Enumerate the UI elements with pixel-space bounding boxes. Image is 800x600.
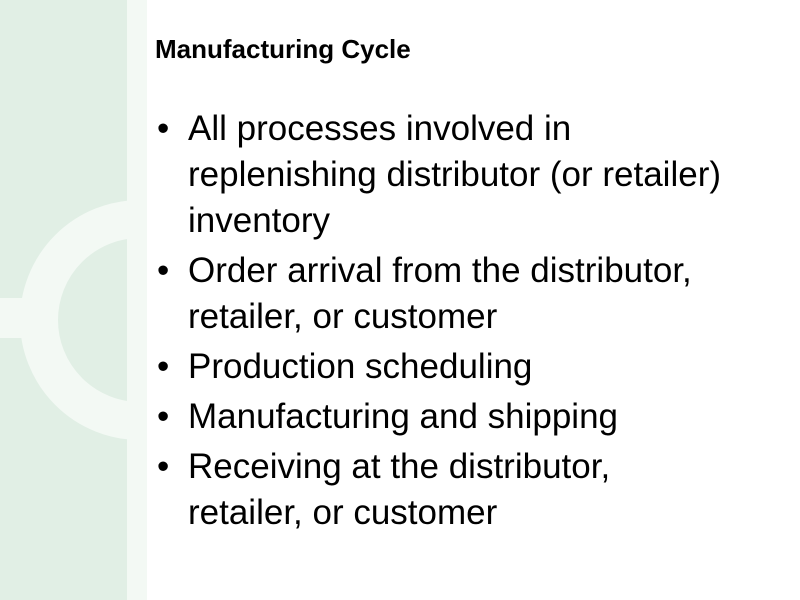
bullet-text: Receiving at the distributor, retailer, …	[188, 444, 785, 536]
left-decoration-band	[0, 0, 147, 600]
bullet-dot-icon: •	[157, 397, 170, 436]
decoration-graphic	[0, 0, 147, 600]
bullet-line: retailer, or customer	[188, 493, 498, 532]
bullet-dot-icon: •	[157, 109, 170, 148]
bullet-text: Production scheduling	[188, 344, 785, 390]
bullet-line: Receiving at the distributor,	[188, 447, 611, 486]
bullet-line: Manufacturing and shipping	[188, 397, 619, 436]
bullet-item-production-scheduling: • Production scheduling	[155, 344, 785, 390]
bullet-dot-icon: •	[157, 447, 170, 486]
bullet-item-order-arrival: • Order arrival from the distributor, re…	[155, 248, 785, 340]
bullet-item-manufacturing-shipping: • Manufacturing and shipping	[155, 394, 785, 440]
bullet-line: Order arrival from the distributor,	[188, 251, 692, 290]
bullet-item-receiving: • Receiving at the distributor, retailer…	[155, 444, 785, 536]
bullet-line: Production scheduling	[188, 347, 533, 386]
light-vertical-strip	[127, 0, 147, 600]
bullet-dot-icon: •	[157, 347, 170, 386]
light-horizontal-bar	[0, 298, 45, 338]
bullet-line: replenishing distributor (or retailer)	[188, 155, 721, 194]
bullet-list: • All processes involved in replenishing…	[155, 106, 785, 536]
bullet-line: inventory	[188, 201, 331, 240]
bullet-text: Order arrival from the distributor, reta…	[188, 248, 785, 340]
bullet-text: All processes involved in replenishing d…	[188, 106, 785, 244]
bullet-item-all-processes: • All processes involved in replenishing…	[155, 106, 785, 244]
bullet-line: retailer, or customer	[188, 297, 498, 336]
bullet-dot-icon: •	[157, 251, 170, 290]
bullet-text: Manufacturing and shipping	[188, 394, 785, 440]
bullet-line: All processes involved in	[188, 109, 572, 148]
slide-title: Manufacturing Cycle	[155, 34, 411, 64]
